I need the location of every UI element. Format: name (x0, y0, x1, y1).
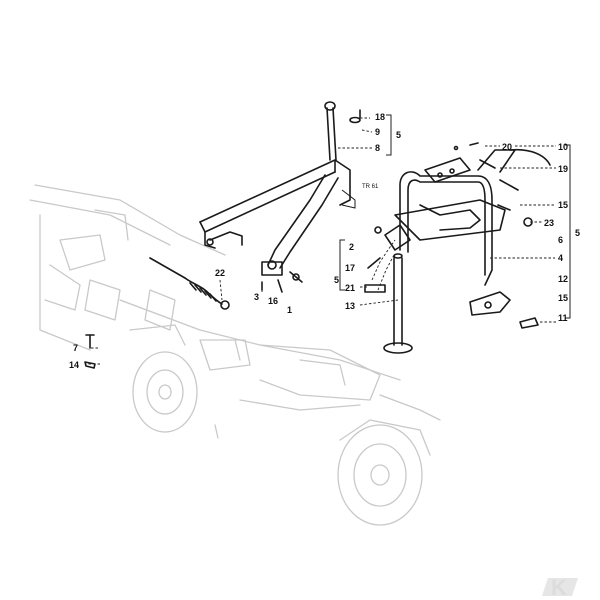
callout-7: 7 (73, 343, 78, 353)
callout-21: 21 (345, 283, 355, 293)
callout-labels: 22 18 9 8 5 20 10 19 15 23 6 2 17 21 13 … (69, 112, 580, 370)
callout-10: 10 (558, 142, 568, 152)
label-braces (339, 114, 571, 319)
callout-22: 22 (215, 268, 225, 278)
callout-20: 20 (502, 142, 512, 152)
callout-11: 11 (558, 313, 568, 323)
callout-14: 14 (69, 360, 79, 370)
callout-9: 9 (375, 127, 380, 137)
callout-18: 18 (375, 112, 385, 122)
brand-logo-letter: K (551, 575, 567, 600)
brand-logo: K (542, 575, 578, 600)
callout-4: 4 (558, 253, 563, 263)
callout-15-upper: 15 (558, 200, 568, 210)
callout-6: 6 (558, 235, 563, 245)
spring-assembly (149, 257, 230, 310)
callout-16: 16 (268, 296, 278, 306)
callout-17: 17 (345, 263, 355, 273)
callout-19: 19 (558, 164, 568, 174)
callout-3: 3 (254, 292, 259, 302)
callout-12: 12 (558, 274, 568, 284)
callout-23: 23 (544, 218, 554, 228)
callout-5-mid: 5 (334, 275, 339, 285)
grease-nipple-parts (84, 334, 96, 369)
lift-arm-frame (199, 159, 356, 276)
tractor-background (29, 184, 441, 526)
callout-5-right: 5 (575, 228, 580, 238)
callout-15-lower: 15 (558, 293, 568, 303)
callout-13: 13 (345, 301, 355, 311)
chain (371, 239, 396, 291)
callout-2: 2 (349, 242, 354, 252)
top-link-rod (324, 101, 361, 161)
model-code: TR 61 (362, 184, 379, 190)
vertical-post (364, 224, 413, 354)
callout-8: 8 (375, 143, 380, 153)
leader-lines (86, 117, 556, 365)
pin-parts (261, 271, 303, 293)
rear-frame-assembly (394, 142, 551, 329)
callout-1: 1 (287, 305, 292, 315)
callout-5-top: 5 (396, 130, 401, 140)
